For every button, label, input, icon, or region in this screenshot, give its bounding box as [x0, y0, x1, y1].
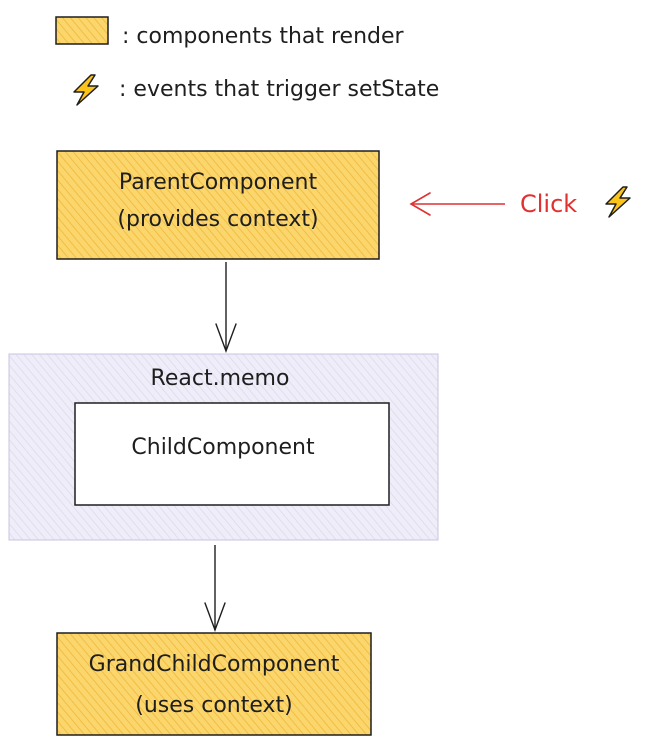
parent-component-name: ParentComponent: [119, 170, 318, 195]
click-event-arrow: Click: [409, 186, 631, 218]
grandchild-component-note: (uses context): [135, 693, 292, 718]
react-memo-label: React.memo: [151, 366, 290, 391]
legend-event-row: : events that trigger setState: [73, 74, 439, 106]
grandchild-component-name: GrandChildComponent: [89, 652, 340, 677]
legend-render-label: : components that render: [122, 24, 405, 49]
arrow-memo-to-grandchild: [204, 545, 226, 633]
arrow-parent-to-memo: [215, 262, 237, 354]
grandchild-component-box: GrandChildComponent (uses context): [56, 632, 372, 736]
legend-render-swatch: [55, 16, 109, 45]
lightning-icon: [73, 74, 99, 106]
lightning-icon: [605, 186, 631, 218]
child-component-name: ChildComponent: [131, 435, 315, 460]
parent-component-box: ParentComponent (provides context): [56, 150, 380, 260]
legend-render-row: : components that render: [55, 16, 405, 49]
legend-event-label: : events that trigger setState: [119, 77, 439, 102]
parent-component-note: (provides context): [117, 207, 318, 232]
click-label: Click: [520, 190, 577, 218]
child-component-box: ChildComponent: [74, 402, 390, 506]
